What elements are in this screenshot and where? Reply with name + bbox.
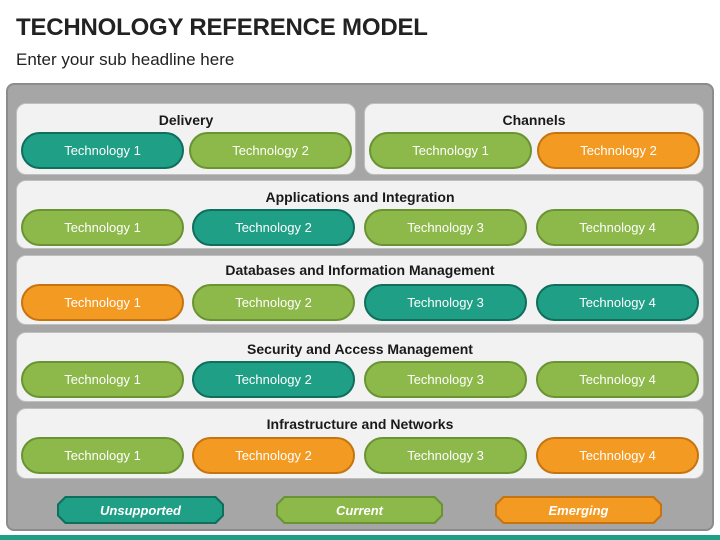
tech-pill[interactable]: Technology 2	[192, 361, 355, 398]
panel-title: Channels	[502, 112, 566, 128]
tech-pill[interactable]: Technology 1	[369, 132, 532, 169]
tech-pill[interactable]: Technology 2	[192, 209, 355, 246]
tech-pill[interactable]: Technology 4	[536, 209, 699, 246]
tech-pill[interactable]: Technology 4	[536, 361, 699, 398]
tech-pill[interactable]: Technology 4	[536, 284, 699, 321]
tech-pill[interactable]: Technology 3	[364, 437, 527, 474]
tech-pill[interactable]: Technology 3	[364, 284, 527, 321]
tech-pill[interactable]: Technology 1	[21, 361, 184, 398]
tech-pill[interactable]: Technology 1	[21, 284, 184, 321]
panel-title: Delivery	[158, 112, 214, 128]
tech-pill[interactable]: Technology 4	[536, 437, 699, 474]
tech-pill[interactable]: Technology 1	[21, 132, 184, 169]
page-title: TECHNOLOGY REFERENCE MODEL	[16, 14, 428, 41]
tech-pill[interactable]: Technology 2	[192, 284, 355, 321]
tech-pill[interactable]: Technology 1	[21, 437, 184, 474]
legend-swatch	[59, 498, 222, 522]
tech-pill[interactable]: Technology 3	[364, 209, 527, 246]
legend-swatch	[278, 498, 441, 522]
panel-title: Applications and Integration	[265, 189, 455, 205]
legend-label: Unsupported	[100, 502, 181, 518]
tech-pill[interactable]: Technology 2	[537, 132, 700, 169]
panel-title: Security and Access Management	[247, 341, 473, 357]
legend-label: Current	[336, 502, 383, 518]
legend-unsupported: Unsupported	[57, 496, 224, 524]
bottom-accent-bar	[0, 535, 720, 540]
tech-pill[interactable]: Technology 3	[364, 361, 527, 398]
legend-emerging: Emerging	[495, 496, 662, 524]
legend-label: Emerging	[548, 502, 609, 518]
tech-pill[interactable]: Technology 1	[21, 209, 184, 246]
panel-title: Infrastructure and Networks	[266, 416, 454, 432]
panel-title: Databases and Information Management	[225, 262, 495, 278]
tech-pill[interactable]: Technology 2	[189, 132, 352, 169]
page-subtitle: Enter your sub headline here	[16, 50, 235, 69]
legend-current: Current	[276, 496, 443, 524]
tech-pill[interactable]: Technology 2	[192, 437, 355, 474]
legend-swatch	[497, 498, 660, 522]
